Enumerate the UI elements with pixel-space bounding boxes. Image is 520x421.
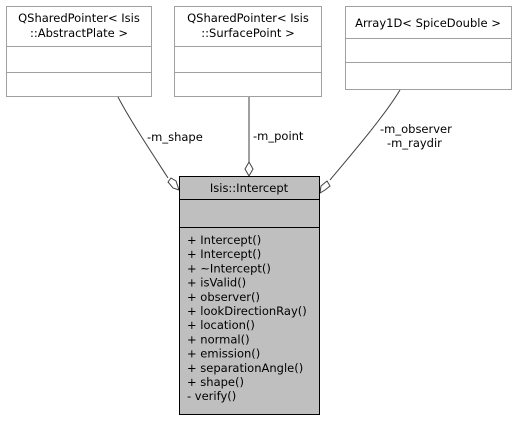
intercept-class-name: Isis::Intercept xyxy=(210,181,289,195)
method-item: + lookDirectionRay() xyxy=(187,304,307,318)
edge-m-point: -m_point xyxy=(244,97,304,178)
aggregation-diamond-observer xyxy=(319,180,331,194)
method-item: + ~Intercept() xyxy=(187,261,271,275)
edge-label-m-point: -m_point xyxy=(253,129,304,143)
method-item: + emission() xyxy=(187,347,260,361)
method-item: + separationAngle() xyxy=(187,361,303,375)
abstract-plate-name-line2: ::AbstractPlate > xyxy=(30,26,128,40)
method-item: + location() xyxy=(187,318,255,332)
abstract-plate-name-line1: QSharedPointer< Isis xyxy=(18,11,140,25)
class-box-surface-point: QSharedPointer< Isis ::SurfacePoint > xyxy=(174,6,322,97)
array1d-name: Array1D< SpiceDouble > xyxy=(355,16,501,30)
aggregation-diamond-point xyxy=(244,160,254,178)
class-box-intercept: Isis::Intercept + Intercept()+ Intercept… xyxy=(179,176,320,415)
method-item: - verify() xyxy=(187,389,236,403)
method-item: + normal() xyxy=(187,332,250,346)
edge-m-observer-raydir: -m_observer -m_raydir xyxy=(319,89,452,194)
class-box-abstract-plate: QSharedPointer< Isis ::AbstractPlate > xyxy=(6,6,152,97)
surface-point-name-line1: QSharedPointer< Isis xyxy=(187,11,309,25)
method-item: + shape() xyxy=(187,375,244,389)
method-item: + observer() xyxy=(187,290,260,304)
edge-label-m-shape: -m_shape xyxy=(147,130,203,144)
method-list: + Intercept()+ Intercept()+ ~Intercept()… xyxy=(187,233,307,403)
edge-label-m-observer: -m_observer xyxy=(380,122,452,136)
edge-m-shape: -m_shape xyxy=(117,96,203,191)
surface-point-name-line2: ::SurfacePoint > xyxy=(201,26,294,40)
aggregation-diamond-shape xyxy=(167,177,180,191)
method-item: + Intercept() xyxy=(187,247,261,261)
class-box-array1d: Array1D< SpiceDouble > xyxy=(345,6,512,90)
method-item: + isValid() xyxy=(187,276,246,290)
method-item: + Intercept() xyxy=(187,233,261,247)
edge-label-m-raydir: -m_raydir xyxy=(387,136,442,150)
